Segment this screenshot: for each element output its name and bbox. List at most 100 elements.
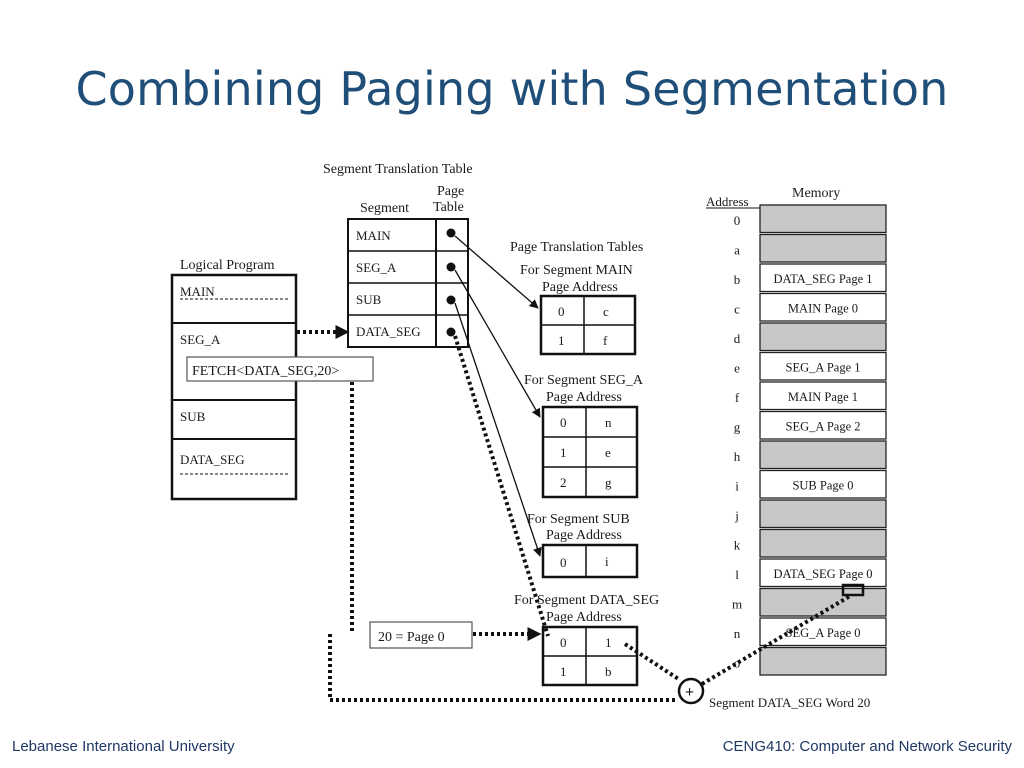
memory-address: b bbox=[734, 272, 741, 287]
page-table-main-title: For Segment MAIN bbox=[520, 263, 633, 278]
memory-address: e bbox=[734, 361, 740, 376]
page-table-sub-header: Page Address bbox=[546, 528, 622, 543]
memory-address: j bbox=[734, 508, 739, 523]
pt-sub-page-0: 0 bbox=[560, 555, 567, 570]
pt-main-page-1: 1 bbox=[558, 333, 565, 348]
page-table-seg-a-title: For Segment SEG_A bbox=[524, 373, 644, 388]
memory-address: n bbox=[734, 626, 741, 641]
memory-frame bbox=[759, 233, 887, 263]
segment-table-title: Segment Translation Table bbox=[323, 162, 473, 177]
memory-frame bbox=[759, 440, 887, 470]
memory-frame bbox=[759, 469, 887, 499]
pt-main-addr-1: f bbox=[603, 333, 608, 348]
pt-seg-a-addr-1: e bbox=[605, 445, 611, 460]
logical-seg-sub: SUB bbox=[180, 409, 206, 424]
pt-data-seg-addr-1: b bbox=[605, 664, 612, 679]
page-table-sub-title: For Segment SUB bbox=[527, 512, 630, 527]
memory-frame bbox=[759, 322, 887, 352]
memory-address: m bbox=[732, 597, 742, 612]
segment-translation-table: Segment Translation Table Segment Page T… bbox=[323, 162, 473, 348]
memory-frame-label: DATA_SEG Page 0 bbox=[774, 567, 873, 581]
memory-frame-label: SEG_A Page 2 bbox=[786, 419, 861, 433]
memory-frame bbox=[759, 646, 887, 676]
memory-address: l bbox=[735, 567, 739, 582]
pt-seg-a-page-1: 1 bbox=[560, 445, 567, 460]
memory-address: d bbox=[734, 331, 741, 346]
logical-program: Logical Program MAIN SEG_A SUB DATA_SEG … bbox=[170, 258, 374, 501]
segment-col-label: Segment bbox=[360, 201, 409, 216]
memory-frame bbox=[759, 617, 887, 647]
segment-pointer-arrows bbox=[454, 235, 542, 557]
memory-frame bbox=[759, 499, 887, 529]
memory-frame-label: MAIN Page 0 bbox=[788, 301, 858, 315]
page-frame-to-adder-path bbox=[623, 642, 682, 682]
adder-to-memory-path bbox=[700, 594, 852, 686]
address-flow-paths bbox=[297, 325, 852, 702]
footer-course: CENG410: Computer and Network Security bbox=[722, 738, 1012, 755]
pt-seg-a-page-2: 2 bbox=[560, 475, 567, 490]
page-tables-title: Page Translation Tables bbox=[510, 240, 643, 255]
memory-address: a bbox=[734, 243, 740, 258]
offset-label: 20 = Page 0 bbox=[369, 621, 473, 649]
memory-frame bbox=[759, 381, 887, 411]
pointer-dot-seg-a bbox=[446, 262, 456, 272]
memory-frame bbox=[759, 351, 887, 381]
offset-label-text: 20 = Page 0 bbox=[378, 630, 445, 645]
pt-sub-addr-0: i bbox=[605, 554, 609, 569]
memory-frame-label: SEG_A Page 1 bbox=[786, 360, 861, 374]
memory-frame-label: SEG_A Page 0 bbox=[786, 626, 861, 640]
memory-frame bbox=[759, 263, 887, 293]
memory-address: o bbox=[734, 656, 741, 671]
logical-seg-data-seg: DATA_SEG bbox=[180, 452, 245, 467]
logical-seg-main: MAIN bbox=[180, 284, 215, 299]
data-seg-pointer-path bbox=[453, 335, 550, 637]
adder: + bbox=[677, 677, 705, 705]
memory-address: k bbox=[734, 538, 741, 553]
pointer-dot-data-seg bbox=[446, 327, 456, 337]
page-table-main-header: Page Address bbox=[542, 280, 618, 295]
memory-address: f bbox=[735, 390, 740, 405]
memory-frame-label: SUB Page 0 bbox=[792, 478, 853, 492]
adder-circle bbox=[677, 677, 705, 705]
page-table-seg-a-header: Page Address bbox=[546, 390, 622, 405]
memory-address: 0 bbox=[734, 213, 741, 228]
memory-address: g bbox=[734, 420, 741, 435]
pointer-dot-sub bbox=[446, 295, 456, 305]
slide-title: Combining Paging with Segmentation bbox=[75, 62, 949, 116]
fetch-instruction-box bbox=[186, 356, 374, 382]
page-table-data-seg-header: Page Address bbox=[546, 610, 622, 625]
memory-frame bbox=[759, 558, 887, 588]
pt-seg-a-addr-2: g bbox=[605, 475, 612, 490]
page-translation-tables: Page Translation Tables For Segment MAIN… bbox=[510, 240, 659, 687]
pt-seg-a-addr-0: n bbox=[605, 415, 612, 430]
footer-university: Lebanese International University bbox=[12, 738, 235, 755]
seg-row-main: MAIN bbox=[356, 228, 391, 243]
pt-seg-a-page-0: 0 bbox=[560, 415, 567, 430]
seg-row-seg-a: SEG_A bbox=[356, 260, 397, 275]
pt-data-seg-page-0: 0 bbox=[560, 635, 567, 650]
base-line-path bbox=[328, 634, 678, 702]
seg-row-sub: SUB bbox=[356, 292, 382, 307]
pt-main-addr-0: c bbox=[603, 304, 609, 319]
seg-row-data-seg: DATA_SEG bbox=[356, 324, 421, 339]
memory-frame bbox=[759, 204, 887, 234]
table-col-label: Table bbox=[433, 200, 464, 215]
memory-frame bbox=[759, 292, 887, 322]
memory-address: h bbox=[734, 449, 741, 464]
pt-data-seg-addr-0: 1 bbox=[605, 635, 612, 650]
address-label: Address bbox=[706, 194, 749, 209]
page-table-data-seg-title: For Segment DATA_SEG bbox=[514, 593, 659, 608]
target-word-marker bbox=[841, 583, 865, 597]
page-col-label: Page bbox=[437, 184, 464, 199]
memory-title: Memory bbox=[792, 186, 840, 201]
memory-frame bbox=[759, 410, 887, 440]
memory-frame-label: DATA_SEG Page 1 bbox=[774, 272, 873, 286]
pointer-dot-main bbox=[446, 228, 456, 238]
adder-symbol: + bbox=[685, 684, 694, 701]
logical-seg-seg-a: SEG_A bbox=[180, 332, 221, 347]
result-label: Segment DATA_SEG Word 20 bbox=[709, 695, 870, 710]
logical-program-title: Logical Program bbox=[180, 258, 275, 273]
memory-address: i bbox=[735, 479, 739, 494]
